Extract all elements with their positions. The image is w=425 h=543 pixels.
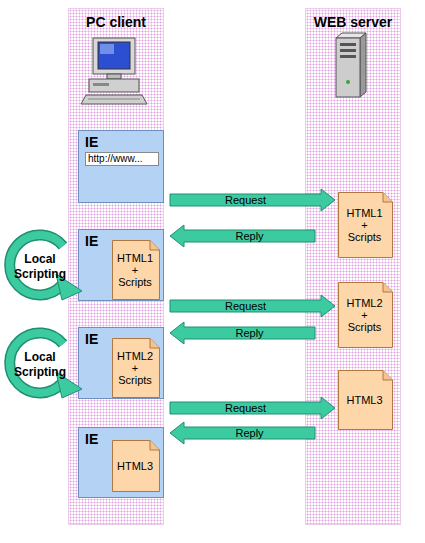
document-text: HTML3	[345, 394, 385, 406]
drive-slot	[340, 43, 356, 46]
block-arrow	[170, 422, 315, 444]
power-light	[346, 80, 350, 84]
column-band: WEB serverHTML1 + ScriptsHTML2 + Scripts…	[305, 8, 401, 525]
pc-case	[89, 79, 139, 92]
document-body	[339, 283, 393, 348]
column-heading: PC client	[69, 14, 163, 30]
document-body	[113, 441, 160, 492]
arrow-label: Reply	[236, 427, 264, 439]
keyboard-keys	[88, 99, 140, 100]
document-text: HTML2 + Scripts	[345, 297, 385, 333]
document-fold	[383, 283, 393, 293]
monitor-frame	[93, 38, 135, 74]
document-shape: HTML3	[112, 440, 160, 492]
document-shape: HTML1 + Scripts	[338, 192, 393, 258]
arrow-label: Request	[225, 300, 266, 312]
keyboard	[81, 95, 147, 104]
browser-title: IE	[85, 134, 98, 150]
browser-window: IE http://www...	[78, 130, 164, 203]
block-arrow	[170, 189, 335, 211]
loop-arrow	[10, 333, 82, 398]
document-body	[339, 193, 393, 258]
server-top	[336, 33, 366, 38]
document-shape: HTML3	[338, 370, 393, 430]
drive-slot	[340, 55, 356, 58]
document-shape: HTML1 + Scripts	[112, 240, 160, 300]
document-fold	[150, 441, 160, 451]
browser-title: IE	[85, 431, 98, 447]
arrow-label: Request	[225, 194, 266, 206]
drive-slot	[340, 49, 356, 52]
document-fold	[383, 371, 393, 381]
document-text: HTML1 + Scripts	[115, 252, 155, 288]
browser-title: IE	[85, 233, 98, 249]
block-arrow	[170, 225, 315, 247]
arrow-label: Request	[225, 402, 266, 414]
document-body	[113, 241, 160, 300]
monitor-screen	[98, 42, 130, 69]
document-fold	[383, 193, 393, 203]
loop-outline	[10, 235, 63, 295]
browser-title: IE	[85, 331, 98, 347]
loop-arrow	[10, 235, 82, 300]
document-text: HTML1 + Scripts	[345, 207, 385, 243]
server-side	[360, 33, 366, 97]
pc-icon	[81, 38, 147, 104]
monitor-stand	[107, 74, 121, 79]
arrow-label: Reply	[236, 327, 264, 339]
column-band: PC clientIE http://www... IE HTML1 + Script…	[68, 8, 164, 525]
block-arrow	[170, 397, 335, 419]
arrow-label: Reply	[236, 230, 264, 242]
server-front	[336, 38, 360, 97]
loop-label: Local Scripting	[6, 350, 74, 380]
screen-highlight	[100, 44, 114, 54]
browser-window: IE HTML2 + Scripts	[78, 327, 164, 399]
document-body	[339, 371, 393, 430]
document-fold	[150, 241, 160, 251]
browser-window: IE HTML3	[78, 427, 164, 498]
document-shape: HTML2 + Scripts	[112, 338, 160, 398]
loop-head	[56, 372, 82, 398]
loop-head	[56, 274, 82, 300]
loop-label: Local Scripting	[6, 252, 74, 282]
document-fold	[150, 339, 160, 349]
document-text: HTML2 + Scripts	[115, 350, 155, 386]
loop-outline	[10, 333, 63, 393]
loop-body	[10, 333, 63, 393]
column-heading: WEB server	[306, 14, 400, 30]
drive-slot	[93, 83, 109, 86]
loop-body	[10, 235, 63, 295]
document-shape: HTML2 + Scripts	[338, 282, 393, 348]
block-arrow	[170, 295, 335, 317]
browser-window: IE HTML1 + Scripts	[78, 229, 164, 301]
block-arrow	[170, 322, 315, 344]
document-body	[113, 339, 160, 398]
address-field: http://www...	[85, 152, 159, 166]
server-icon	[336, 33, 366, 97]
document-text: HTML3	[115, 460, 155, 472]
